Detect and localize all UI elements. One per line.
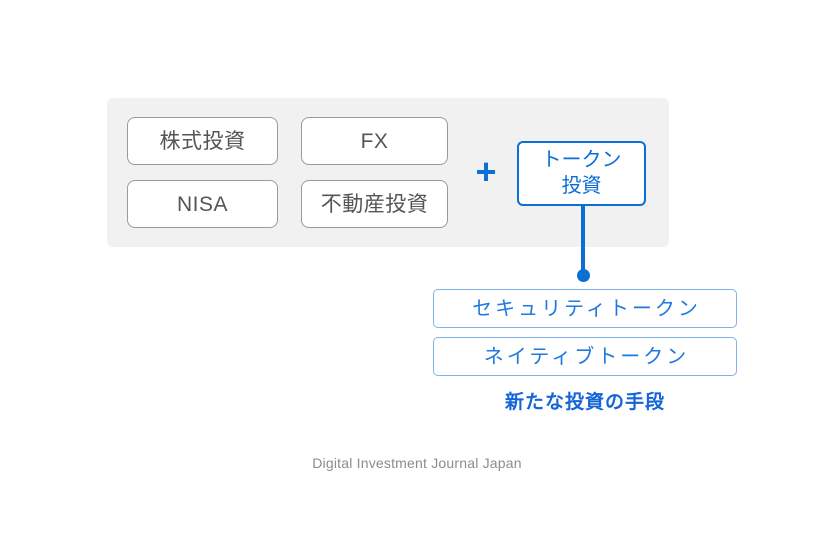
caption-new-investment-method: 新たな投資の手段: [504, 392, 665, 413]
legacy-method-box-fx: FX: [301, 117, 448, 165]
legacy-method-label: NISA: [176, 192, 228, 216]
legacy-method-box-nisa: NISA: [127, 180, 278, 228]
legacy-method-label: FX: [360, 129, 389, 153]
legacy-method-box-stock: 株式投資: [127, 117, 278, 165]
token-investment-box: トークン 投資: [517, 141, 646, 206]
token-type-box-security: セキュリティトークン: [433, 289, 737, 328]
token-type-label: セキュリティトークン: [472, 297, 701, 320]
legacy-method-label: 株式投資: [159, 129, 246, 153]
legacy-method-box-real-estate: 不動産投資: [301, 180, 448, 228]
token-investment-label-line2: 投資: [561, 174, 602, 197]
connector-dot-icon: [577, 269, 590, 282]
footer-source-label: Digital Investment Journal Japan: [312, 455, 522, 471]
token-type-label: ネイティブトークン: [483, 345, 690, 368]
legacy-method-label: 不動産投資: [320, 192, 429, 216]
token-investment-label-line1: トークン: [541, 148, 622, 171]
plus-icon: +: [475, 151, 497, 192]
token-type-box-native: ネイティブトークン: [433, 337, 737, 376]
connector-line: [581, 206, 585, 276]
